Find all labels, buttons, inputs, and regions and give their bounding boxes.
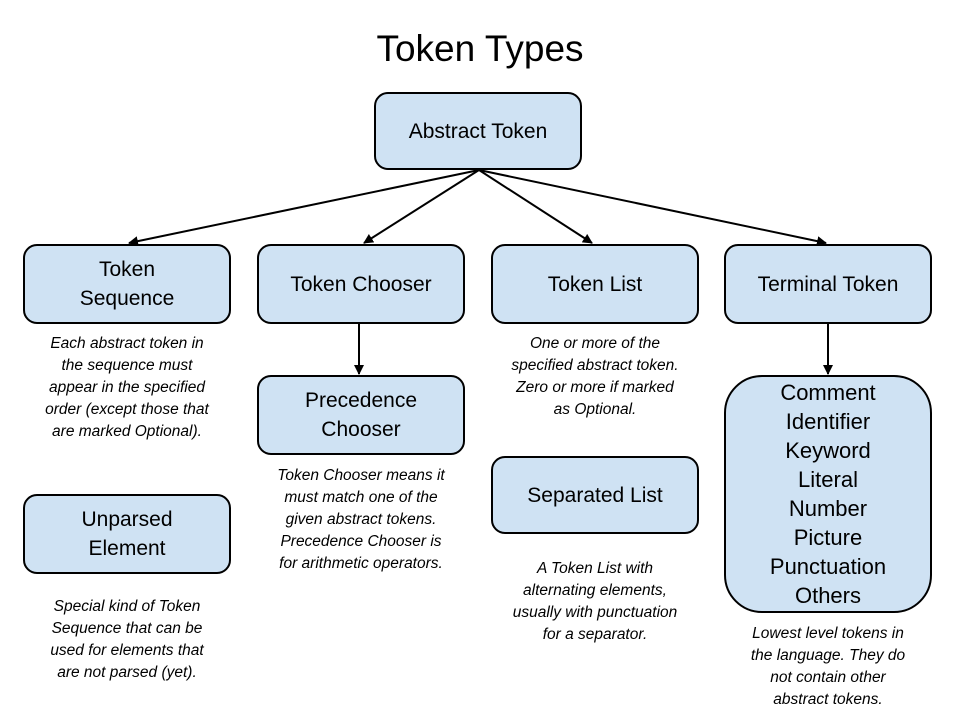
note-token-chooser: Token Chooser means it must match one of… bbox=[277, 467, 445, 572]
node-token-list: Token List bbox=[491, 244, 699, 324]
node-token-sequence: Token Sequence bbox=[23, 244, 231, 324]
node-terminal-kinds: Comment Identifier Keyword Literal Numbe… bbox=[724, 375, 932, 613]
node-abstract-token: Abstract Token bbox=[374, 92, 582, 170]
node-token-chooser: Token Chooser bbox=[257, 244, 465, 324]
arrow-abstract-to-list bbox=[478, 169, 593, 244]
note-separated-list: A Token List with alternating elements, … bbox=[512, 560, 678, 643]
note-token-sequence: Each abstract token in the sequence must… bbox=[45, 335, 209, 440]
arrow-abstract-to-sequence bbox=[128, 169, 480, 247]
arrow-abstract-to-terminal bbox=[478, 169, 827, 247]
note-terminal-token: Lowest level tokens in the language. The… bbox=[750, 625, 906, 708]
note-token-list: One or more of the specified abstract to… bbox=[511, 335, 679, 418]
node-unparsed-element: Unparsed Element bbox=[23, 494, 231, 574]
diagram-title: Token Types bbox=[376, 28, 584, 69]
node-terminal-token: Terminal Token bbox=[724, 244, 932, 324]
note-unparsed-element: Special kind of Token Sequence that can … bbox=[50, 598, 204, 681]
node-separated-list: Separated List bbox=[491, 456, 699, 534]
arrow-abstract-to-chooser bbox=[363, 169, 480, 244]
node-precedence-chooser: Precedence Chooser bbox=[257, 375, 465, 455]
